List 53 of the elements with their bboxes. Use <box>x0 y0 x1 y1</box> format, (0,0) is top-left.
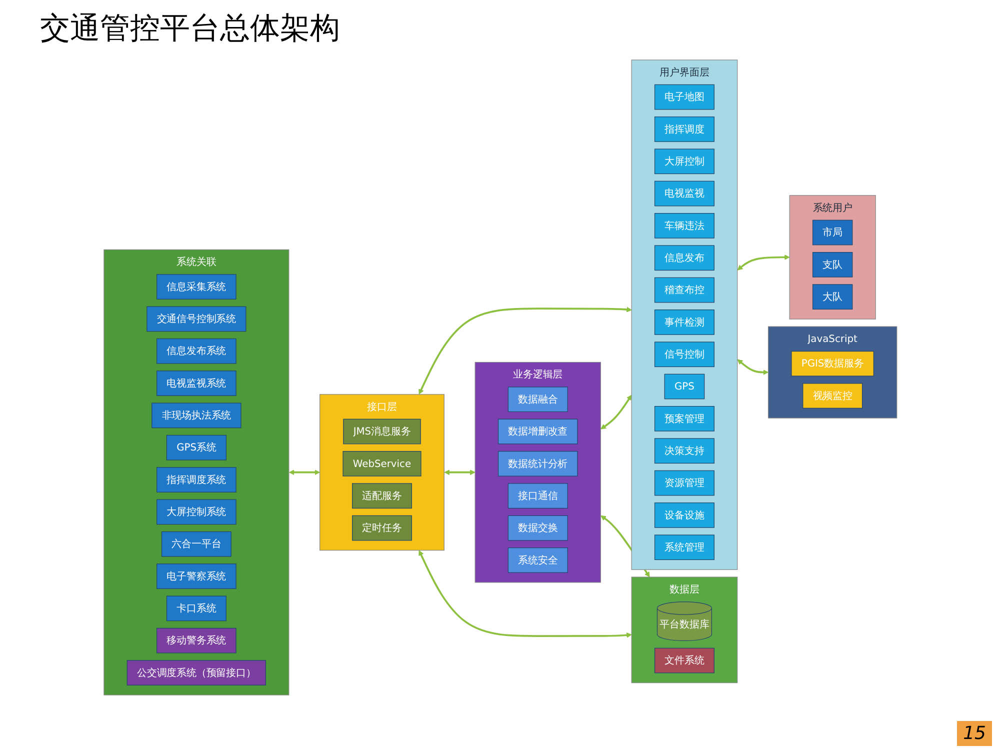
node-box: 资源管理 <box>654 470 714 496</box>
node-box: JMS消息服务 <box>342 418 420 444</box>
node-box: 六合一平台 <box>161 530 231 556</box>
node-box: 市局 <box>812 219 852 245</box>
node-box: WebService <box>342 450 421 476</box>
node-box: 电子地图 <box>654 84 714 110</box>
node-box: 数据融合 <box>507 386 568 412</box>
node-box: 信息采集系统 <box>156 274 236 299</box>
node-box: 预案管理 <box>654 406 714 431</box>
diagram-title: 交通管控平台总体架构 <box>40 10 341 48</box>
node-box: GPS系统 <box>166 434 226 460</box>
node-box: 数据统计分析 <box>498 450 578 476</box>
arrow <box>418 550 632 638</box>
node-box: 指挥调度系统 <box>156 466 236 492</box>
node-box: 决策支持 <box>654 438 714 464</box>
node-box: 非现场执法系统 <box>151 402 241 428</box>
arrow <box>418 306 632 394</box>
node-box: 设备设施 <box>654 502 714 528</box>
node-box: PGIS数据服务 <box>790 350 874 376</box>
node-box: 信息发布系统 <box>156 338 236 364</box>
node-box: 信息发布 <box>654 244 714 270</box>
node-box: 系统管理 <box>654 534 714 560</box>
node-box: 文件系统 <box>654 647 714 673</box>
page-number: 15 <box>957 721 992 746</box>
node-box: 移动警务系统 <box>156 627 236 653</box>
arrow <box>736 358 768 375</box>
node-box: 大屏控制系统 <box>156 498 236 524</box>
node-box: 车辆违法 <box>654 212 714 238</box>
node-box: 事件检测 <box>654 309 714 334</box>
arrow <box>444 469 475 475</box>
node-box: 电视监视系统 <box>156 370 236 396</box>
node-box: 数据增删改查 <box>498 418 578 444</box>
node-box: 定时任务 <box>352 514 412 540</box>
node-box: 系统安全 <box>507 547 568 572</box>
node-box: 指挥调度 <box>654 116 714 142</box>
arrow <box>288 469 320 475</box>
node-box: 卡口系统 <box>166 595 226 621</box>
node-box: 接口通信 <box>507 482 568 508</box>
node-box: 视频监控 <box>802 382 862 408</box>
node-box: GPS <box>664 373 704 399</box>
node-box: 适配服务 <box>352 482 412 508</box>
node-box: 稽查布控 <box>654 276 714 302</box>
node-box: 信号控制 <box>654 341 714 367</box>
node-box: 电子警察系统 <box>156 563 236 588</box>
node-box: 大队 <box>812 284 852 310</box>
node-box: 交通信号控制系统 <box>146 306 246 332</box>
node-box: 电视监视 <box>654 180 714 206</box>
arrow <box>736 254 790 270</box>
node-box: 支队 <box>812 252 852 277</box>
node-box: 公交调度系统（预留接口） <box>126 660 266 685</box>
node-box: 大屏控制 <box>654 148 714 174</box>
node-box: 数据交换 <box>507 514 568 540</box>
arrow <box>600 394 632 429</box>
